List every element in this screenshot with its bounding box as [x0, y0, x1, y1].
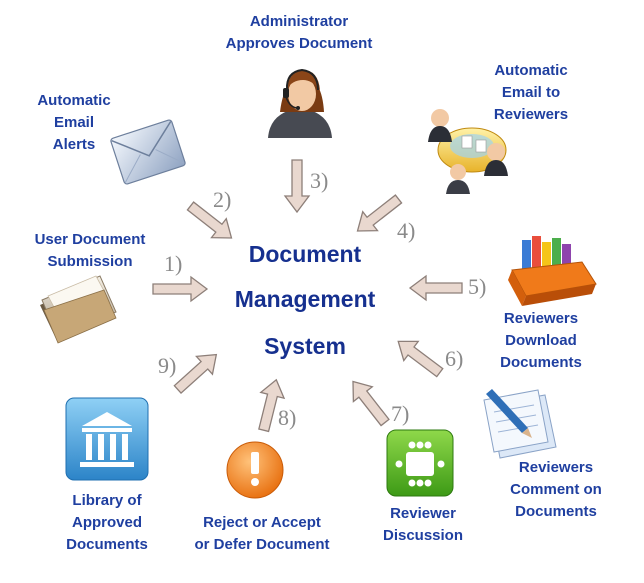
step-4-label-line-1: Automatic: [494, 62, 567, 79]
step-9-label-line-1: Library of: [72, 492, 142, 509]
step-4-arrow: [356, 194, 403, 232]
step-1-arrow: [152, 275, 209, 303]
step-7-number: 7): [391, 401, 409, 426]
step-6-number: 6): [445, 346, 463, 371]
library-building-icon: [65, 397, 149, 481]
step-5: Reviewers Download Documents 5): [408, 236, 597, 371]
books-icon: [508, 236, 597, 306]
step-2-label-line-2: Email: [54, 114, 94, 131]
administrator-headset-icon: [268, 68, 332, 138]
step-1-number: 1): [164, 251, 182, 276]
step-9-number: 9): [158, 353, 176, 378]
step-4-number: 4): [397, 218, 415, 243]
step-2-label-line-3: Alerts: [53, 136, 96, 153]
step-8-label-line-1: Reject or Accept: [203, 514, 321, 531]
step-2-label-line-1: Automatic: [37, 92, 110, 109]
step-8-number: 8): [278, 405, 296, 430]
center-title-line-1: Document: [249, 241, 362, 267]
step-3-label-line-2: Approves Document: [226, 35, 373, 52]
center-title-line-2: Management: [235, 286, 376, 312]
step-9-arrow: [173, 353, 218, 395]
step-1-label-line-2: Submission: [47, 253, 132, 270]
step-4-label-line-2: Email to: [502, 84, 560, 101]
step-4: Automatic Email to Reviewers 4): [356, 62, 568, 243]
step-7-label-line-2: Discussion: [383, 527, 463, 544]
step-3: Administrator Approves Document 3): [226, 13, 373, 214]
warning-exclamation-icon: [226, 441, 284, 499]
step-8-label-line-2: or Defer Document: [194, 536, 329, 553]
step-3-number: 3): [310, 168, 328, 193]
step-8-arrow: [258, 378, 286, 433]
step-5-number: 5): [468, 274, 486, 299]
step-2-number: 2): [213, 187, 231, 212]
step-5-label-line-1: Reviewers: [504, 310, 578, 327]
step-9-label-line-2: Approved: [72, 514, 142, 531]
conference-table-icon: [386, 429, 454, 497]
step-9: Library of Approved Documents 9): [65, 353, 218, 553]
reviewers-meeting-icon: [428, 109, 508, 194]
step-3-label-line-1: Administrator: [250, 13, 349, 30]
step-2: Automatic Email Alerts 2): [37, 92, 233, 239]
step-3-arrow: [283, 159, 311, 214]
step-1: User Document Submission 1): [35, 231, 209, 344]
step-6: Reviewers Comment on Documents 6): [397, 340, 602, 520]
step-5-label-line-3: Documents: [500, 354, 582, 371]
folder-icon: [40, 275, 117, 344]
step-6-label-line-1: Reviewers: [519, 459, 593, 476]
envelope-icon: [110, 119, 186, 185]
step-7-label-line-1: Reviewer: [390, 505, 456, 522]
step-7: Reviewer Discussion 7): [352, 380, 463, 544]
center-title-line-3: System: [264, 333, 346, 359]
step-6-arrow: [397, 340, 444, 378]
document-pen-icon: [483, 389, 557, 459]
step-2-arrow: [186, 201, 233, 239]
step-7-arrow: [352, 380, 390, 427]
step-4-label-line-3: Reviewers: [494, 106, 568, 123]
step-8: Reject or Accept or Defer Document 8): [194, 378, 330, 553]
step-5-arrow: [408, 274, 463, 302]
step-6-label-line-2: Comment on: [510, 481, 602, 498]
step-5-label-line-2: Download: [505, 332, 577, 349]
step-6-label-line-3: Documents: [515, 503, 597, 520]
step-1-label-line-1: User Document: [35, 231, 146, 248]
step-9-label-line-3: Documents: [66, 536, 148, 553]
